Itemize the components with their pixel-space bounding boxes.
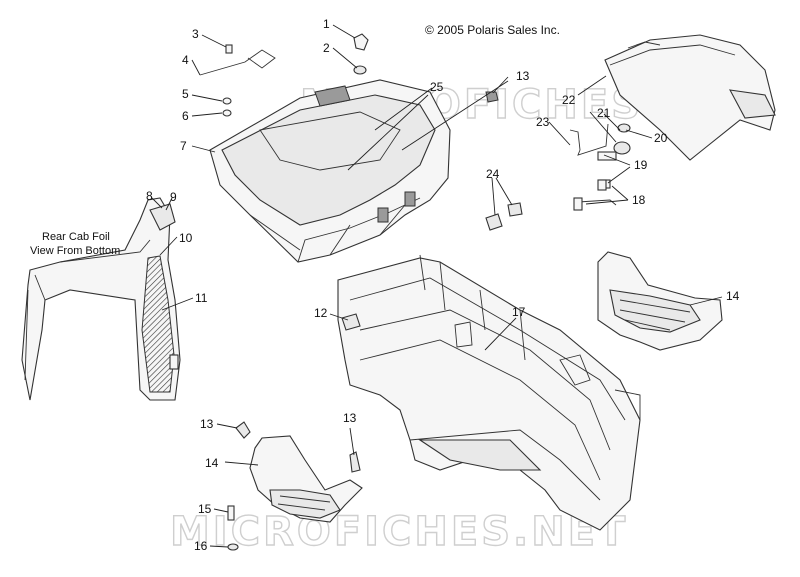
callout-20: 20 (654, 131, 668, 145)
seat-latch-parts (569, 123, 631, 206)
copyright-text: © 2005 Polaris Sales Inc. (425, 23, 560, 37)
callout-3: 3 (192, 27, 199, 41)
callout-17: 17 (512, 305, 526, 319)
caption-line-1: Rear Cab Foil (42, 231, 110, 243)
callout-15: 15 (198, 502, 212, 516)
strap-part (199, 49, 276, 76)
callout-7: 7 (180, 139, 187, 153)
callout-12: 12 (314, 306, 328, 320)
callout-19: 19 (634, 158, 648, 172)
seat-part (604, 34, 776, 161)
callout-22: 22 (562, 93, 576, 107)
callout-25: 25 (430, 80, 444, 94)
callout-23: 23 (536, 115, 550, 129)
callout-5: 5 (182, 87, 189, 101)
pad-part (341, 313, 361, 331)
watermark-bottom: MICROFICHES.NET (170, 509, 628, 555)
rear-fender-part (209, 79, 451, 263)
fastener-18-19 (573, 179, 607, 211)
left-footwell-part (249, 435, 363, 523)
callout-24: 24 (486, 167, 500, 181)
callout-11: 11 (195, 291, 208, 305)
fastener-parts (485, 202, 523, 231)
callout-4: 4 (182, 53, 189, 67)
leader-lines (151, 24, 723, 548)
callout-14-left: 14 (205, 456, 219, 470)
callout-2: 2 (323, 41, 330, 55)
callout-21: 21 (597, 106, 611, 120)
callout-6: 6 (182, 109, 189, 123)
callout-labels: 1 2 3 4 5 6 7 8 9 10 11 12 13 13 13 14 1… (146, 17, 740, 553)
rear-cab-foil-part (21, 197, 181, 401)
callout-16: 16 (194, 539, 208, 553)
callout-13-top: 13 (516, 69, 530, 83)
lower-hardware-parts (227, 421, 361, 551)
callout-14-right: 14 (726, 289, 740, 303)
callout-8: 8 (146, 189, 153, 203)
caption-line-2: View From Bottom (30, 245, 120, 257)
callout-13-mid: 13 (343, 411, 357, 425)
callout-9: 9 (170, 190, 177, 204)
frame-part (337, 254, 641, 531)
callout-13-left: 13 (200, 417, 214, 431)
callout-18: 18 (632, 193, 646, 207)
callout-1: 1 (323, 17, 330, 31)
callout-10: 10 (179, 231, 193, 245)
right-footwell-part (597, 251, 723, 351)
